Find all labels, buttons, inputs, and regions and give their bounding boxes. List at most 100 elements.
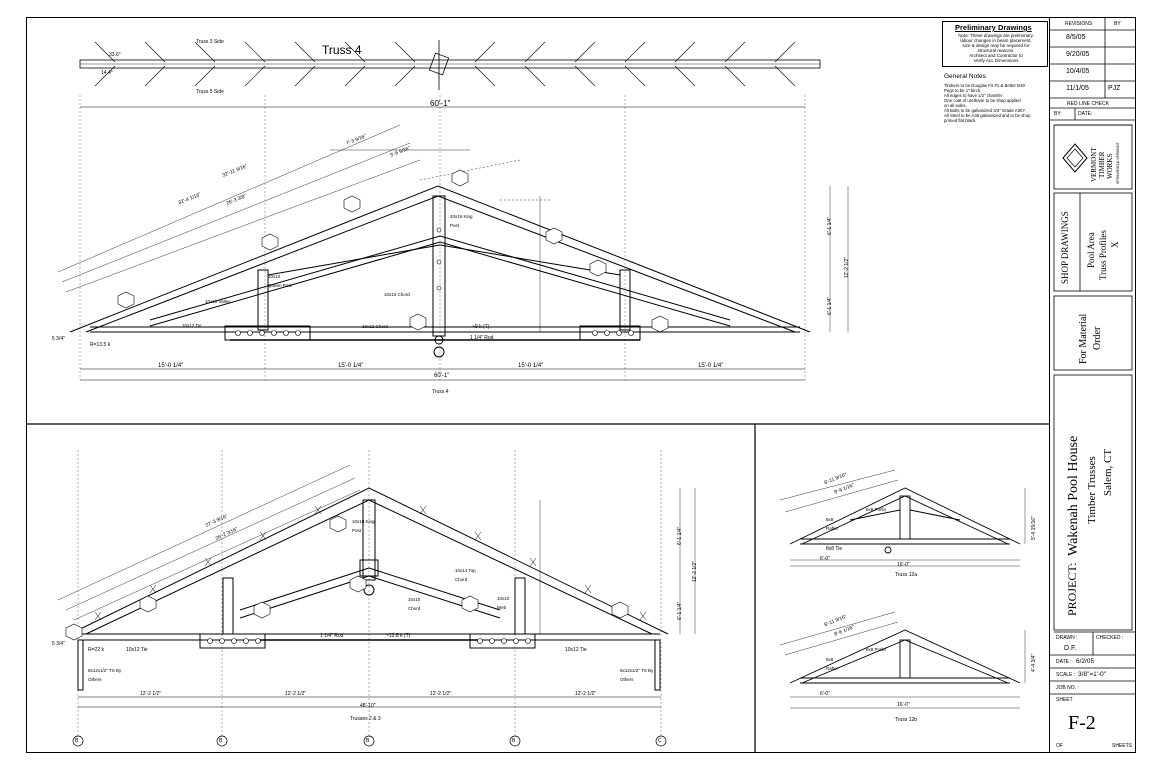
logo-small: SPRINGFIELD VERMONT: [1116, 142, 1120, 184]
truss4-overall-bottom: 60'-1": [434, 373, 450, 379]
truss12b-purlin: 8x8 Purlin: [866, 647, 887, 652]
shop-drawings-label: SHOP DRAWINGS: [1060, 211, 1070, 284]
grid-label-4: B: [512, 738, 516, 744]
grid-label-3: B: [366, 738, 370, 744]
prelim-notes-box: [942, 21, 1048, 67]
ridge-top-label: Truss 3 Side: [196, 39, 224, 45]
revisions-header: REVISIONS: [1065, 21, 1093, 27]
drawn-label: DRAWN :: [1056, 635, 1078, 641]
truss12a-frame: [789, 487, 1021, 554]
title-block: [1050, 17, 1136, 753]
truss12a-tie: 8x8 Tie: [826, 546, 843, 552]
job-label: JOB NO. :: [1056, 685, 1079, 691]
revision-by-4: PJZ: [1108, 85, 1121, 92]
sheet-value: F-2: [1068, 712, 1096, 734]
grid-label-1: B: [75, 738, 79, 744]
general-notes-title: General Notes: [944, 73, 986, 80]
truss4-rod-tension: ~9 k (T): [472, 324, 490, 330]
profile-line-3: X: [1110, 241, 1120, 249]
truss4-height-1: 12'-2 1/2": [844, 256, 850, 278]
truss23-member-topchord: 10x14 Top Chord: [455, 568, 476, 582]
revision-date-2: 9/20/05: [1066, 51, 1090, 58]
logo-line-1: VERMONT: [1090, 147, 1098, 182]
truss12a-height: 5'-4 15/16": [1031, 516, 1037, 540]
profile-line-1: Pool Area: [1086, 232, 1096, 268]
truss12a-caption: Truss 12a: [895, 572, 918, 578]
truss23-rod-tension: ~12.8 k (T): [386, 633, 411, 639]
checked-label: CHECKED :: [1096, 635, 1124, 641]
truss4-caption: Truss 4: [432, 389, 449, 395]
truss4-bay-3: 15'-0 1/4": [518, 363, 544, 369]
truss12b-height: 4'-4 3/4": [1031, 653, 1037, 672]
truss23-height-2: 6'-1 1/4": [677, 526, 683, 545]
truss12b-frame: [789, 629, 1021, 684]
truss4-title: Truss 4: [322, 43, 362, 57]
sheet-label: SHEET: [1056, 697, 1073, 703]
truss4-bay-4: 15'-0 1/4": [698, 363, 724, 369]
truss23-posts-right: 8x12x1/2" TS By Others: [620, 668, 654, 682]
general-notes-body: Timbers to be Douglas Fir #1 & Better D4…: [944, 83, 1031, 123]
revision-date-4: 11/1/05: [1066, 85, 1089, 92]
grid-label-5: C: [658, 738, 662, 744]
date-label: DATE :: [1056, 659, 1072, 665]
truss4-member-tie: 10x12 Tie: [182, 323, 202, 328]
material-line-1: For Material: [1078, 313, 1089, 364]
truss23-member-king: 10x10 King Post: [352, 519, 375, 533]
truss4-member-king: 10x16 King Post: [450, 214, 473, 228]
truss4-height-2: 6'-1 1/4": [827, 216, 833, 235]
revision-date-3: 10/4/05: [1066, 68, 1090, 75]
truss12b-caption: Truss 12b: [895, 717, 918, 723]
truss23-caption: Trusses 2 & 3: [350, 716, 381, 722]
truss23-bay-2: 12'-2 1/2": [285, 691, 307, 697]
project-name: Wakenah Pool House: [1066, 435, 1081, 556]
truss12b-rafter: 8x8 Rafter: [826, 657, 839, 671]
truss4-left-reaction: R=13.5 k: [90, 342, 111, 348]
profile-line-2: Truss Profiles: [1098, 230, 1108, 280]
sheets-label: SHEETS: [1112, 743, 1133, 749]
truss4-height-3: 6'-1 1/4": [827, 296, 833, 315]
redline-date: DATE:: [1078, 111, 1093, 117]
revisions-by-header: BY: [1114, 21, 1121, 27]
truss4-left-support: 5 3/4": [52, 336, 65, 342]
truss23-bay-3: 12'-2 1/2": [430, 691, 452, 697]
truss23-left-support: 5 3/4": [52, 641, 65, 647]
redline-check: RED LINE CHECK: [1067, 101, 1109, 107]
truss4-overall-top: 60'-1": [430, 99, 451, 108]
of-label: OF: [1056, 743, 1063, 749]
truss4-member-valley: 10x10 Valley: [205, 299, 231, 304]
ridge-bottom-label: Truss 5 Side: [196, 89, 224, 95]
logo-line-3: WORKS: [1106, 153, 1114, 179]
truss12a-left: 6'-0": [820, 556, 830, 562]
truss23-height-3: 6'-1 1/4": [677, 601, 683, 620]
angle-b: 14.4°: [101, 70, 113, 76]
logo-line-2: TIMBER: [1098, 151, 1106, 178]
truss4-frame: [69, 185, 811, 358]
revision-date-1: 8/5/05: [1066, 34, 1086, 41]
truss23-bay-1: 12'-2 1/2": [140, 691, 162, 697]
truss12a-purlin: 8x8 Purlin: [866, 507, 887, 512]
truss23-left-reaction: R=22 k: [88, 647, 104, 653]
prelim-title: Preliminary Drawings: [955, 23, 1032, 32]
truss23-bay-4: 12'-2 1/2": [575, 691, 597, 697]
truss4-bay-1: 15'-0 1/4": [158, 363, 184, 369]
truss23-member-chord: 10x10 Chord: [408, 597, 421, 611]
drawn-value: D.F.: [1064, 645, 1077, 652]
truss12a-span: 16'-0": [897, 562, 910, 568]
truss23-tie-left: 10x12 Tie: [126, 647, 148, 653]
drawing-sheet: [26, 17, 1050, 753]
project-label: PROJECT:: [1065, 562, 1079, 616]
truss4-member-queen: 10x10 Queen Post: [268, 274, 292, 288]
scale-label: SCALE :: [1056, 672, 1076, 678]
scale-value: 3/8"=1'-0": [1078, 671, 1107, 678]
material-line-2: Order: [1092, 326, 1103, 350]
truss12b-left: 6'-0": [820, 691, 830, 697]
grid-label-2: B: [219, 738, 223, 744]
truss23-posts-left: 8x12x1/2" TS By Others: [88, 668, 122, 682]
truss23-overall: 48'-10": [360, 703, 376, 709]
truss4-member-chord: 10x10 Chord: [384, 292, 410, 297]
date-value: 6/2/05: [1076, 658, 1095, 665]
truss12a-rafter: 8x8 Rafter: [826, 517, 839, 531]
truss23-height-1: 12'-2 1/2": [692, 560, 698, 582]
angle-a: 33.6°: [109, 52, 121, 58]
